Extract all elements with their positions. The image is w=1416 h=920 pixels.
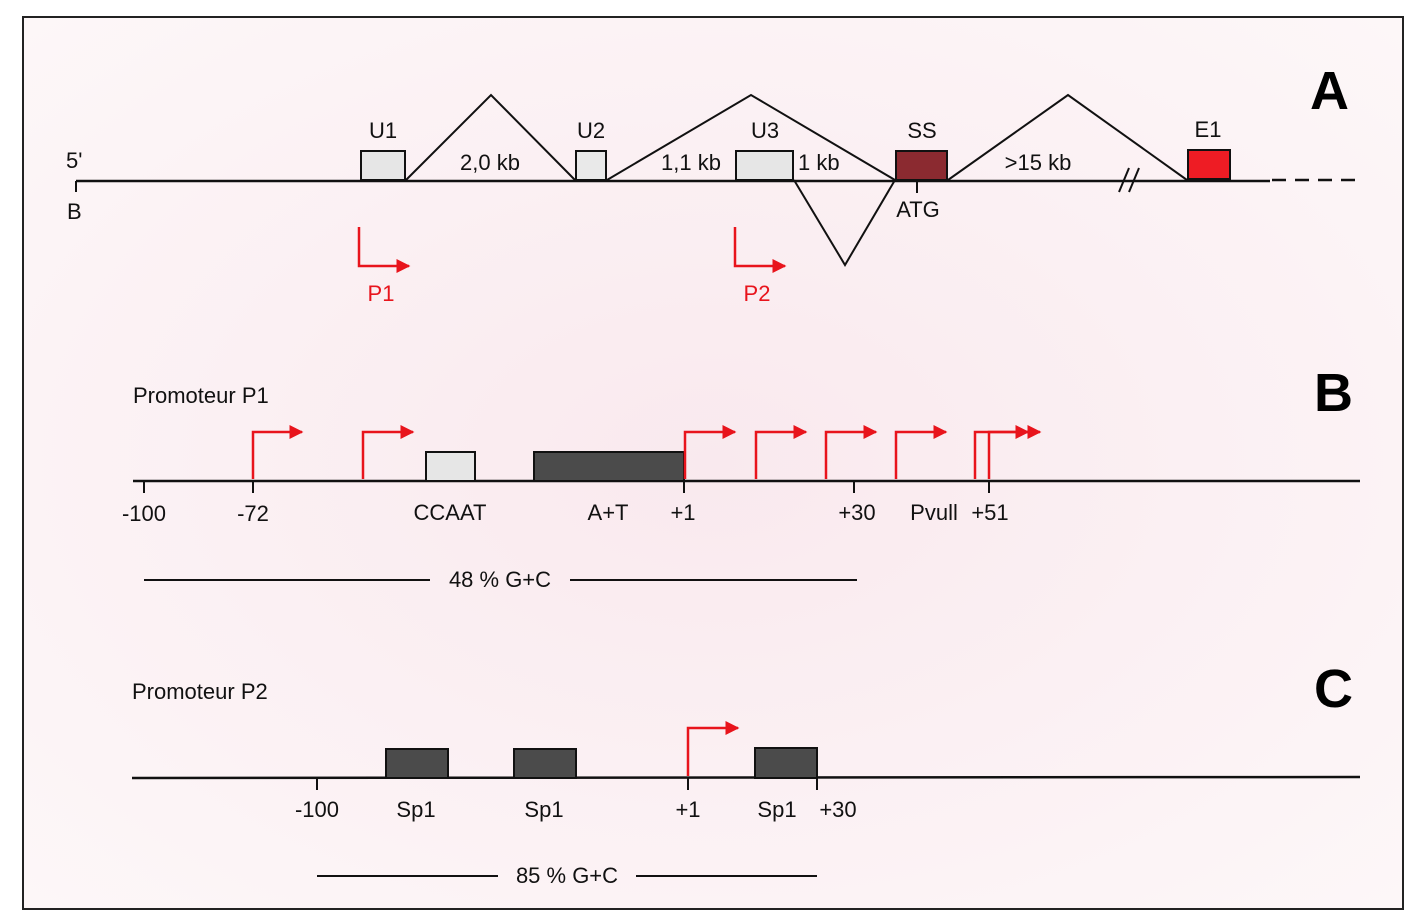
atg-label: ATG xyxy=(896,197,940,222)
break-mark-1 xyxy=(1118,167,1130,193)
label-sp1-3: Sp1 xyxy=(757,797,796,822)
label-pvull: Pvull xyxy=(910,500,958,525)
b-label: B xyxy=(67,199,82,224)
sp1-box-1 xyxy=(385,748,449,779)
label-p1: +1 xyxy=(670,500,695,525)
exon-u2-label: U2 xyxy=(577,118,605,143)
label-p30: +30 xyxy=(838,500,875,525)
intron-1-label: 2,0 kb xyxy=(460,150,520,175)
label-sp1-2: Sp1 xyxy=(524,797,563,822)
ccaat-box xyxy=(425,451,476,482)
gc-content-label: 85 % G+C xyxy=(516,863,618,888)
label-p1: +1 xyxy=(675,797,700,822)
tss-arrow-5 xyxy=(824,425,878,479)
promoter-p2-line xyxy=(131,775,1361,780)
promoter-p2-arrow xyxy=(733,227,787,273)
splice-u3-ss xyxy=(793,179,896,267)
tss-arrow xyxy=(686,721,740,776)
panel-b-title: Promoteur P1 xyxy=(133,383,269,408)
exon-u1 xyxy=(360,150,406,181)
label-m72: -72 xyxy=(237,501,269,526)
label-p51: +51 xyxy=(971,500,1008,525)
sp1-box-2 xyxy=(513,748,577,779)
label-ccaat: CCAAT xyxy=(414,500,487,525)
exon-ss xyxy=(895,150,948,181)
panel-b-letter: B xyxy=(1314,363,1353,423)
tss-arrow-8 xyxy=(987,425,1042,479)
panel-c: C Promoteur P2 -100 Sp1 Sp1 +1 Sp1 +30 8… xyxy=(131,659,1361,888)
panel-c-title: Promoteur P2 xyxy=(132,679,268,704)
at-box xyxy=(533,451,685,482)
panel-c-letter: C xyxy=(1314,659,1353,719)
tss-arrow-2 xyxy=(361,425,415,479)
exon-e1 xyxy=(1187,149,1231,180)
gc-content-label: 48 % G+C xyxy=(449,567,551,592)
tss-arrow-4 xyxy=(754,425,808,479)
label-m100: -100 xyxy=(295,797,339,822)
sp1-box-3 xyxy=(754,747,818,779)
exon-ss-label: SS xyxy=(907,118,936,143)
label-sp1-1: Sp1 xyxy=(396,797,435,822)
tss-arrow-6 xyxy=(894,425,948,479)
label-m100: -100 xyxy=(122,501,166,526)
break-mark-2 xyxy=(1128,167,1140,193)
exon-u3-label: U3 xyxy=(751,118,779,143)
promoter-p1-arrow xyxy=(357,227,411,273)
panel-a: A 5' B U1 U2 U3 SS E1 2,0 kb 1,1 kb 1 kb… xyxy=(66,61,1362,306)
promoter-p2-label: P2 xyxy=(744,281,771,306)
panel-b: B Promoteur P1 -100 -72 CCAAT A+T +1 +30… xyxy=(122,363,1360,592)
exon-e1-label: E1 xyxy=(1195,117,1222,142)
splice-u1-u2 xyxy=(405,93,576,181)
splice-u2-ss xyxy=(606,93,896,181)
tss-arrow-3 xyxy=(683,425,737,479)
exon-u3 xyxy=(735,150,794,181)
intron-2-label: 1,1 kb xyxy=(661,150,721,175)
intron-4-label: >15 kb xyxy=(1005,150,1072,175)
exon-u1-label: U1 xyxy=(369,118,397,143)
exon-u2 xyxy=(575,150,607,181)
label-p30: +30 xyxy=(819,797,856,822)
label-at: A+T xyxy=(588,500,629,525)
splice-ss-e1 xyxy=(947,93,1188,181)
tss-arrow-1 xyxy=(251,425,304,479)
promoter-p1-label: P1 xyxy=(368,281,395,306)
panel-a-letter: A xyxy=(1310,61,1349,121)
five-prime-label: 5' xyxy=(66,148,82,173)
intron-3-label: 1 kb xyxy=(798,150,840,175)
